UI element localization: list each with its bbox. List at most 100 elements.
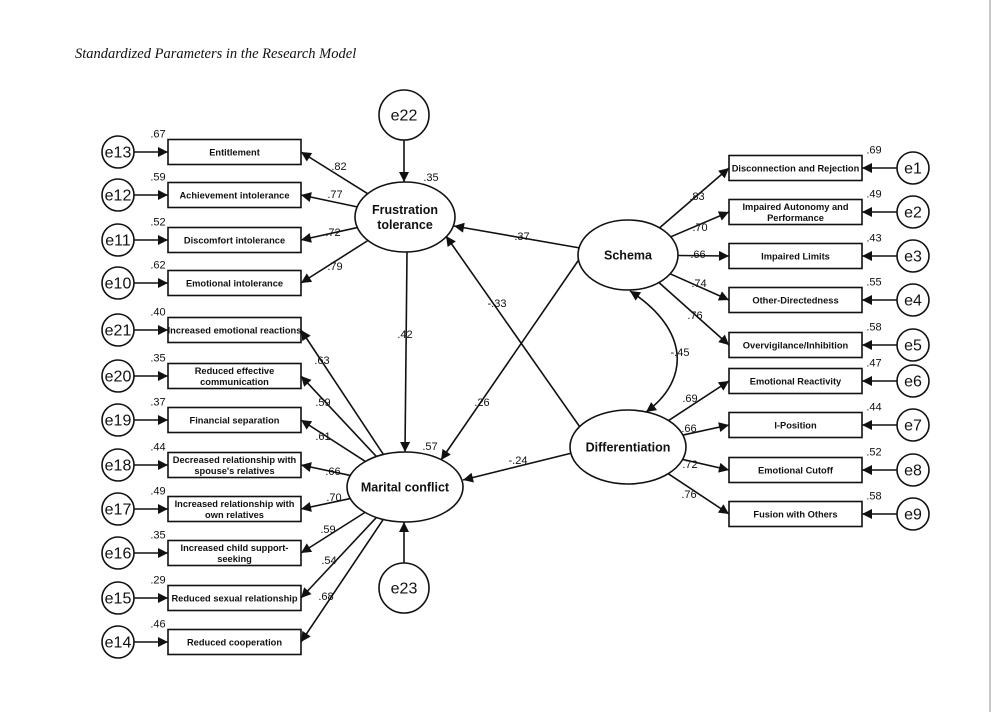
- error-term-e3: e3: [896, 239, 930, 273]
- error-circle: [896, 453, 930, 487]
- error-circle: [896, 497, 930, 531]
- covariance-schema-differentiation: [629, 290, 678, 413]
- indicator-box: [728, 331, 863, 359]
- loading-arrow: [300, 516, 378, 599]
- indicator-box: [728, 154, 863, 182]
- indicator-box: [167, 138, 302, 166]
- indicator-label: Emotional Cutoff: [758, 466, 834, 476]
- error-circle: [378, 562, 430, 614]
- indicator-box: [167, 539, 302, 567]
- loading-arrow: [677, 250, 730, 261]
- error-term-e17: e17: [101, 492, 135, 526]
- latent-differentiation: Differentiation: [569, 409, 687, 485]
- indicator-label: Increased relationship with: [175, 499, 295, 509]
- loading-arrow: [300, 151, 369, 195]
- r-squared-value: .69: [866, 145, 881, 157]
- error-label: e23: [391, 581, 418, 598]
- error-label: e2: [904, 205, 922, 222]
- loading-arrow: [669, 273, 730, 301]
- r-squared-value: .29: [150, 575, 165, 587]
- error-term-e20: e20: [101, 359, 135, 393]
- indicator-label: Impaired Limits: [761, 252, 830, 262]
- latent-label: Differentiation: [586, 441, 671, 455]
- loading-arrow: [658, 281, 730, 346]
- error-term-e19: e19: [101, 403, 135, 437]
- indicator-box: [167, 495, 302, 523]
- indicator-impaired-limits: Impaired Limits: [728, 242, 863, 270]
- indicator-emotional-reactivity: Emotional Reactivity: [728, 367, 863, 395]
- error-term-e23: e23: [378, 562, 430, 614]
- indicator-increased-child-support-seeking: Increased child support-seeking: [167, 539, 302, 567]
- indicator-box: [728, 286, 863, 314]
- indicator-box: [728, 367, 863, 395]
- indicator-box: [728, 411, 863, 439]
- r-squared-value: .62: [150, 260, 165, 272]
- error-label: e13: [105, 145, 132, 162]
- indicator-increased-emotional-reactions: Increased emotional reactions: [167, 316, 302, 344]
- loading-value: .66: [690, 249, 705, 261]
- error-term-e8: e8: [896, 453, 930, 487]
- indicator-box: [728, 242, 863, 270]
- error-label: e7: [904, 418, 922, 435]
- error-term-e2: e2: [896, 195, 930, 229]
- loading-value: .77: [327, 189, 342, 201]
- indicator-box: [167, 316, 302, 344]
- loading-value: .70: [692, 222, 707, 234]
- error-term-e9: e9: [896, 497, 930, 531]
- latent-schema: Schema: [577, 219, 679, 291]
- loading-value: .66: [325, 466, 340, 478]
- loading-arrow: [668, 380, 730, 422]
- loading-value: .70: [326, 492, 341, 504]
- error-circle: [101, 135, 135, 169]
- indicator-label: Increased child support-: [181, 543, 289, 553]
- path-ft-to-mc: [400, 251, 411, 453]
- r-squared-value: .43: [866, 233, 881, 245]
- indicator-box: [728, 500, 863, 528]
- error-label: e10: [105, 276, 132, 293]
- error-label: e4: [904, 293, 922, 310]
- indicator-label: Entitlement: [209, 148, 260, 158]
- path-coefficient: .42: [397, 329, 412, 341]
- error-label: e22: [391, 108, 418, 125]
- error-term-e18: e18: [101, 448, 135, 482]
- error-circle: [101, 403, 135, 437]
- latent-ellipse: [577, 219, 679, 291]
- r-squared-value: .59: [150, 172, 165, 184]
- error-circle: [896, 283, 930, 317]
- indicator-achievement-intolerance: Achievement intolerance: [167, 181, 302, 209]
- r-squared-value: .44: [866, 402, 881, 414]
- loading-value: .66: [681, 423, 696, 435]
- covariance-value: -.45: [671, 347, 690, 359]
- indicator-label: Fusion with Others: [753, 510, 837, 520]
- indicator-reduced-cooperation: Reduced cooperation: [167, 628, 302, 656]
- indicator-box: [167, 181, 302, 209]
- error-circle: [896, 408, 930, 442]
- latent-label: Marital conflict: [361, 481, 450, 495]
- error-circle: [101, 313, 135, 347]
- error-term-e6: e6: [896, 364, 930, 398]
- loading-value: .76: [687, 310, 702, 322]
- error-term-e1: e1: [896, 151, 930, 185]
- loading-value: .82: [331, 161, 346, 173]
- indicator-fusion-with-others: Fusion with Others: [728, 500, 863, 528]
- loading-value: .59: [320, 524, 335, 536]
- loading-value: .72: [325, 227, 340, 239]
- r-squared-value: .52: [866, 447, 881, 459]
- error-label: e15: [105, 591, 132, 608]
- indicator-label: Disconnection and Rejection: [732, 164, 860, 174]
- indicator-box: [167, 362, 302, 390]
- loading-arrow: [300, 226, 358, 243]
- indicator-overvigilance-inhibition: Overvigilance/Inhibition: [728, 331, 863, 359]
- error-term-e21: e21: [101, 313, 135, 347]
- latent-ellipse: [569, 409, 687, 485]
- indicator-label: Reduced effective: [195, 366, 275, 376]
- figure-title: Standardized Parameters in the Research …: [75, 46, 357, 62]
- indicator-label: Financial separation: [190, 416, 280, 426]
- error-label: e12: [105, 188, 132, 205]
- error-circle: [101, 536, 135, 570]
- error-circle: [101, 359, 135, 393]
